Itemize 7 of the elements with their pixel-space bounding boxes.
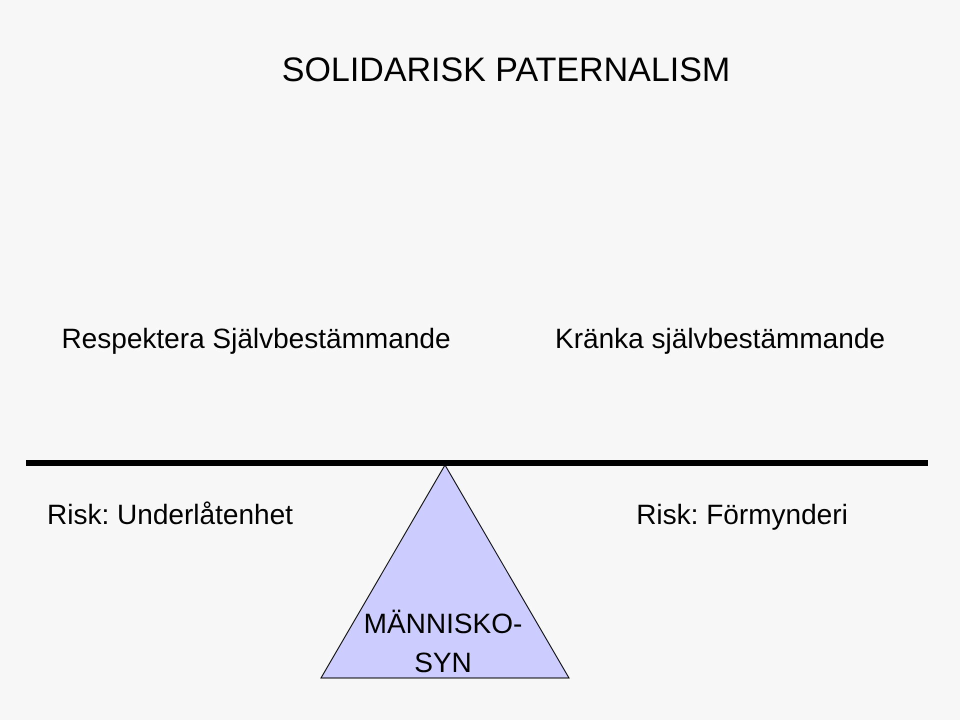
risk-label: Risk: Underlåtenhet [47,499,293,532]
fulcrum-label: MÄNNISKO- SYN [364,607,522,680]
risk-label: Risk: Förmynderi [636,499,848,532]
option-label: Kränka självbestämmande [555,323,885,356]
title: SOLIDARISK PATERNALISM [282,51,730,90]
option-label: Respektera Självbestämmande [61,323,451,356]
fulcrum-triangle [321,465,569,678]
